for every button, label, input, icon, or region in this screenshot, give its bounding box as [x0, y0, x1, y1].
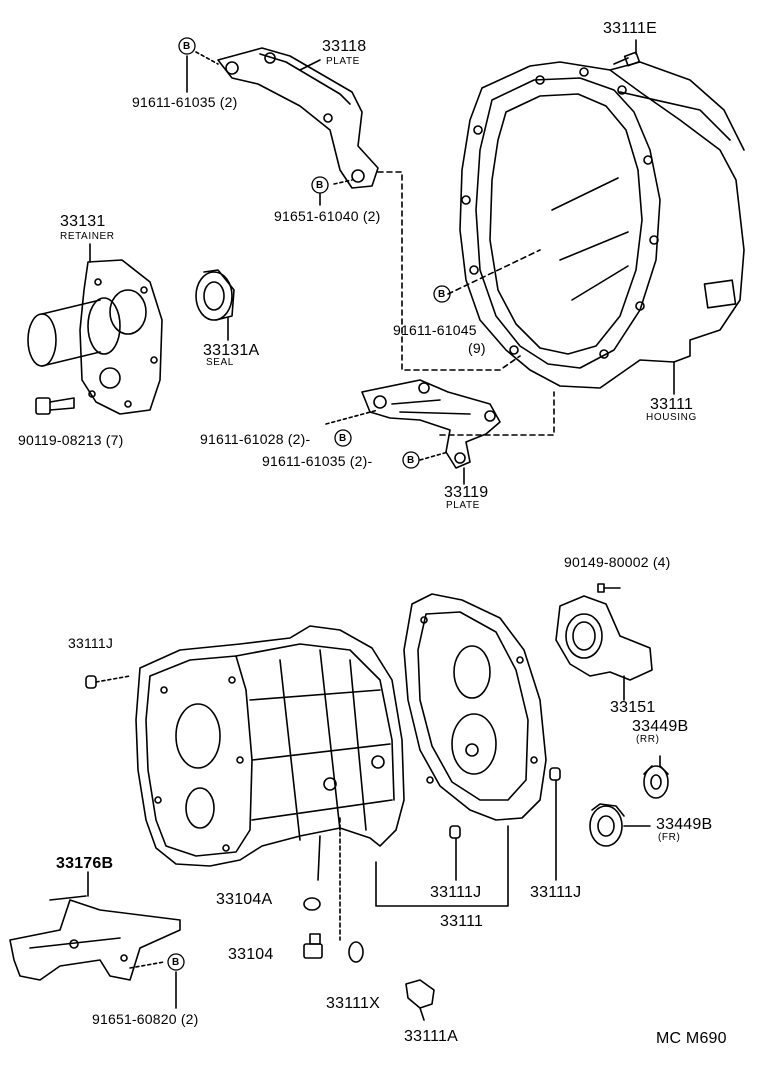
bolt-label-91611-61028: 91611-61028 (2)- [200, 431, 311, 447]
part-label-33111E: 33111E [603, 20, 657, 37]
bolt-mark-letter: B [339, 433, 347, 444]
part-label-33111A: 33111A [404, 1028, 458, 1045]
seal-33131A [195, 269, 235, 341]
bolt-label-90149-80002: 90149-80002 (4) [564, 554, 671, 570]
bearing-retainer-33151 [555, 583, 653, 701]
bolt-label-91651-60820: 91651-60820 (2) [92, 1011, 199, 1027]
switch-33111A [405, 979, 435, 1021]
bolt-mark-letter: B [316, 180, 324, 191]
part-sublabel-retainer: RETAINER [60, 231, 115, 242]
bolt-label-90119-08213: 90119-08213 (7) [18, 432, 124, 448]
part-label-33449B-fr: 33449B [656, 816, 713, 833]
part-sublabel-rr: (RR) [636, 734, 660, 745]
part-label-33111J: 33111J [430, 884, 482, 901]
bolt-mark-letter: B [183, 41, 191, 52]
diagram-code: MC M690 [656, 1030, 727, 1047]
dash-alignment-line [419, 451, 449, 461]
part-label-33111: 33111 [440, 913, 484, 930]
part-label-33118: 33118 [322, 38, 367, 55]
part-label-33151: 33151 [610, 699, 656, 716]
part-sublabel-housing: HOUSING [646, 412, 697, 423]
gasket-33111X [348, 941, 364, 963]
part-label-33449B-rr: 33449B [632, 718, 689, 735]
dash-alignment-line [439, 391, 555, 436]
dash-alignment-line [377, 171, 521, 371]
bolt-90119-08213 [35, 397, 75, 415]
part-sublabel-seal: SEAL [206, 357, 234, 368]
transmission-case-33111 [135, 625, 405, 867]
part-label-33111J: 33111J [530, 884, 582, 901]
gear-33449B-rr [643, 755, 669, 799]
bolt-label-91611-61035: 91611-61035 (2)- [262, 453, 373, 469]
part-label-33104: 33104 [228, 946, 274, 963]
part-sublabel-plate: PLATE [446, 500, 480, 511]
bolt-label-91611-61045: 91611-61045 [393, 322, 477, 338]
clutch-housing-33111 [459, 61, 745, 395]
bolt-label-qty: (9) [468, 340, 486, 356]
gear-33449B-fr [589, 803, 651, 847]
part-label-33119: 33119 [444, 484, 489, 501]
leader-line [317, 835, 321, 881]
retainer-33131 [27, 243, 163, 415]
part-label-33104A: 33104A [216, 891, 273, 908]
part-label-33176B: 33176B [56, 855, 114, 872]
plate-33119 [361, 379, 501, 485]
bolt-marks [167, 37, 451, 971]
bracket-33176B [9, 871, 181, 1009]
plate-33118 [195, 47, 379, 189]
pin-33111J [85, 675, 561, 881]
bolt-mark-letter: B [172, 957, 180, 968]
bolt-33111E [613, 39, 641, 67]
leader-bracket [375, 825, 509, 907]
leader-line [333, 179, 353, 185]
dash-alignment-line [447, 249, 541, 295]
bolt-label-91611-61035: 91611-61035 (2) [132, 94, 238, 110]
part-label-33131: 33131 [60, 213, 106, 230]
part-sublabel-fr: (FR) [658, 832, 681, 843]
bolt-mark-letter: B [438, 289, 446, 300]
part-label-33111J: 33111J [68, 635, 114, 651]
part-label-33111: 33111 [650, 396, 694, 413]
part-sublabel-plate: PLATE [326, 56, 360, 67]
washer-33104A [303, 897, 321, 911]
part-label-33131A: 33131A [203, 342, 260, 359]
part-label-33111X: 33111X [326, 995, 380, 1012]
bolt-mark-letter: B [407, 455, 415, 466]
plug-33104 [303, 933, 323, 959]
intermediate-plate [403, 593, 547, 821]
bolt-label-91651-61040: 91651-61040 (2) [274, 208, 381, 224]
